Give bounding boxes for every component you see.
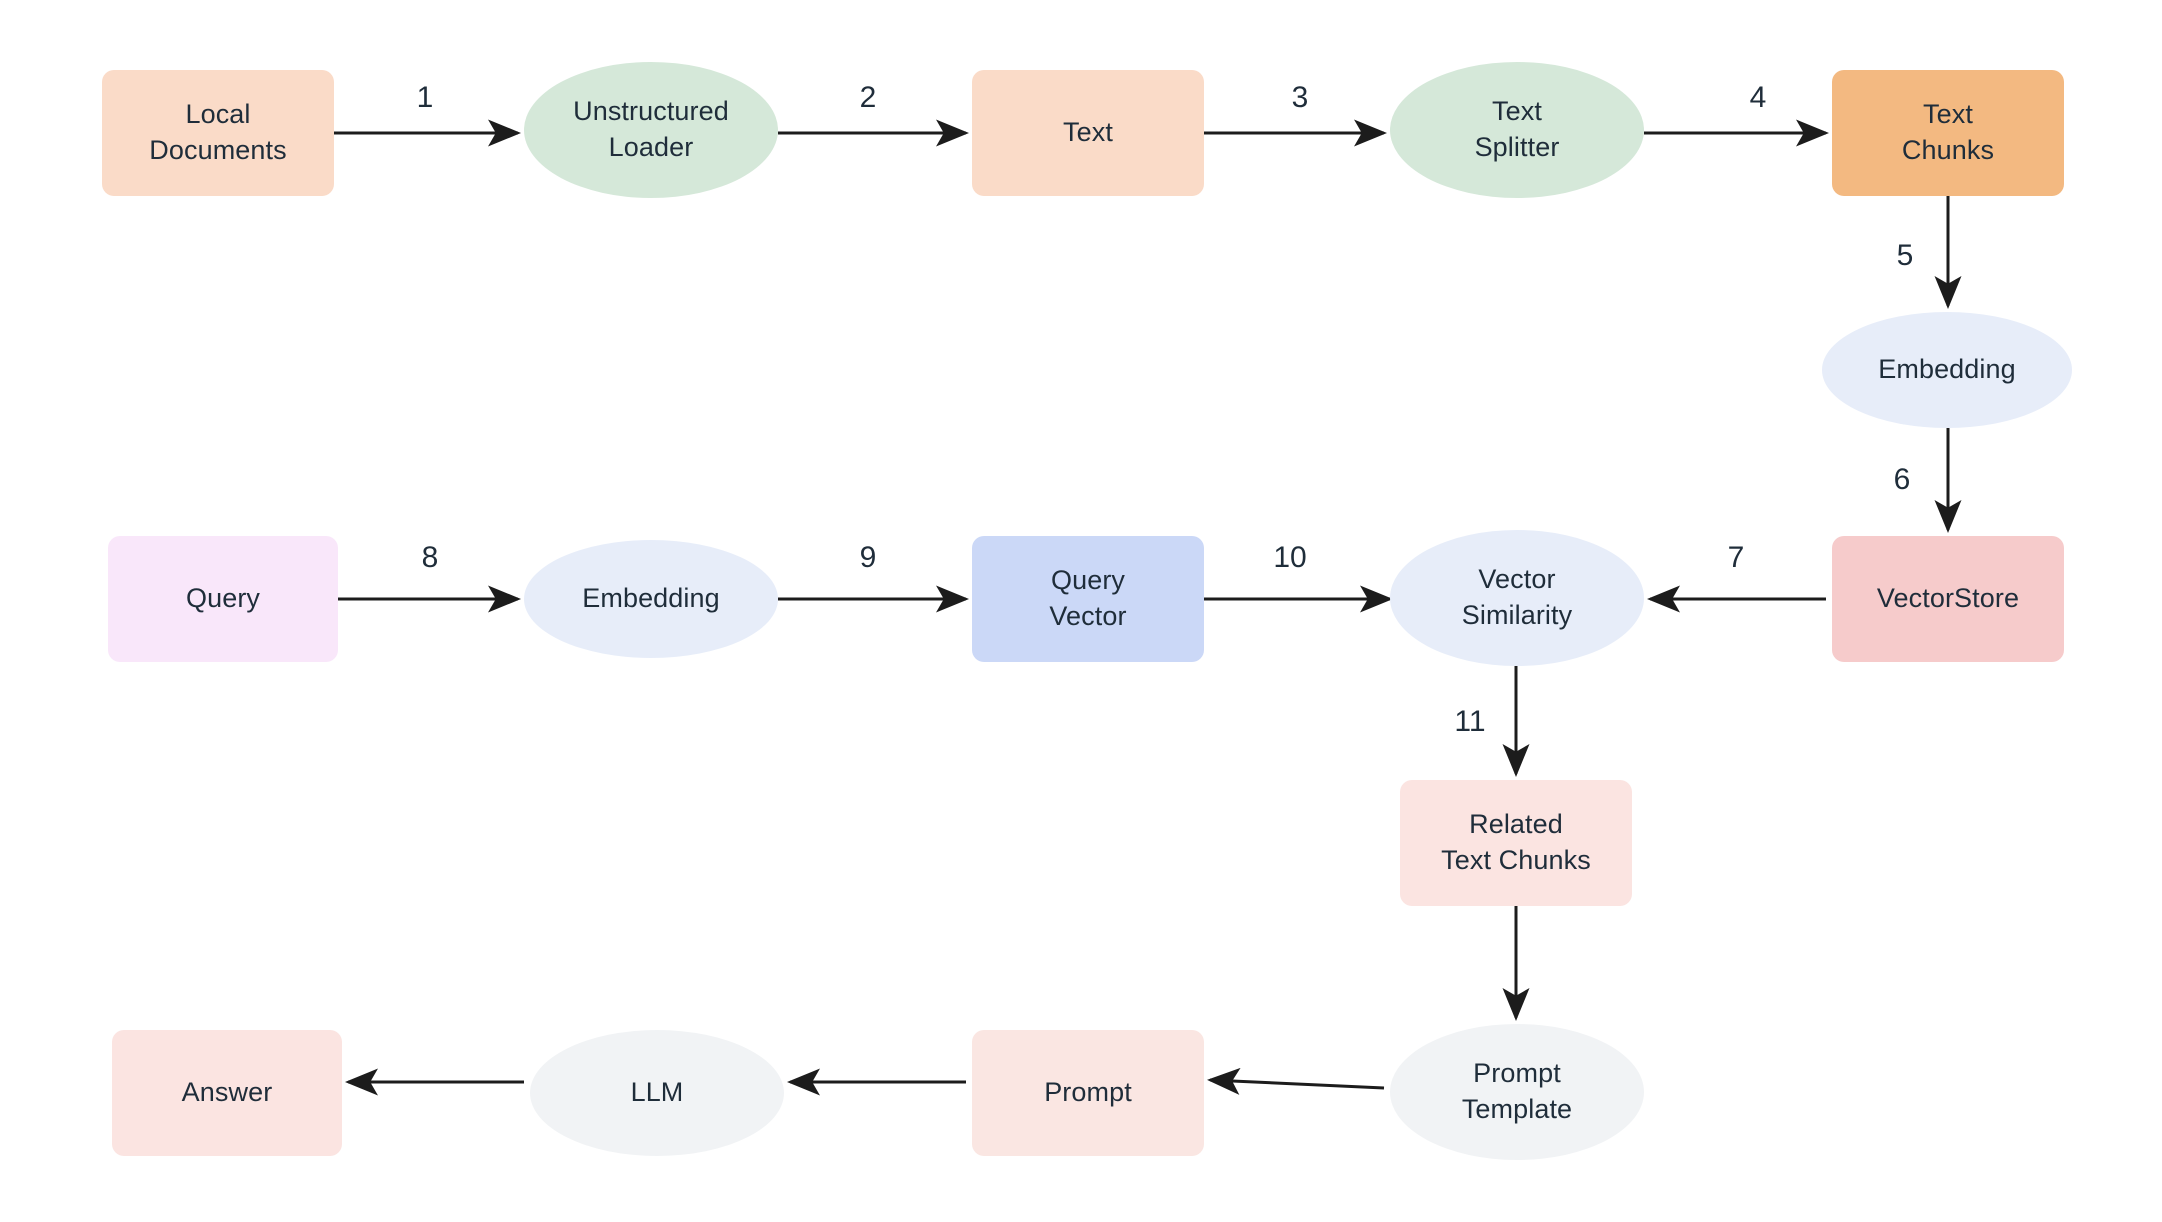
node-local-documents[interactable]: Local Documents [102,70,334,196]
edge-label-4: 4 [1749,81,1767,114]
node-prompt[interactable]: Prompt [972,1030,1204,1156]
node-vectorstore[interactable]: VectorStore [1832,536,2064,662]
edge-label-6: 6 [1893,463,1911,496]
node-query[interactable]: Query [108,536,338,662]
edge-label-2: 2 [859,81,877,114]
node-query-vector[interactable]: Query Vector [972,536,1204,662]
node-text-splitter[interactable]: Text Splitter [1390,62,1644,198]
node-vector-similarity[interactable]: Vector Similarity [1390,530,1644,666]
edge-line-prompt-template-to-prompt [1207,1067,1385,1095]
node-embedding-query[interactable]: Embedding [524,540,778,658]
node-text[interactable]: Text [972,70,1204,196]
node-text-chunks[interactable]: Text Chunks [1832,70,2064,196]
edge-label-5: 5 [1896,239,1914,272]
node-unstructured-loader[interactable]: Unstructured Loader [524,62,778,198]
node-llm[interactable]: LLM [530,1030,784,1156]
node-answer[interactable]: Answer [112,1030,342,1156]
edge-label-10: 10 [1273,541,1307,574]
edge-label-3: 3 [1291,81,1309,114]
node-related-text-chunks[interactable]: Related Text Chunks [1400,780,1632,906]
node-embedding-docs[interactable]: Embedding [1822,312,2072,428]
edge-label-11: 11 [1454,705,1486,738]
edge-label-9: 9 [859,541,877,574]
edge-label-1: 1 [416,81,434,114]
edge-label-8: 8 [421,541,439,574]
edge-label-7: 7 [1727,541,1745,574]
node-prompt-template[interactable]: Prompt Template [1390,1024,1644,1160]
